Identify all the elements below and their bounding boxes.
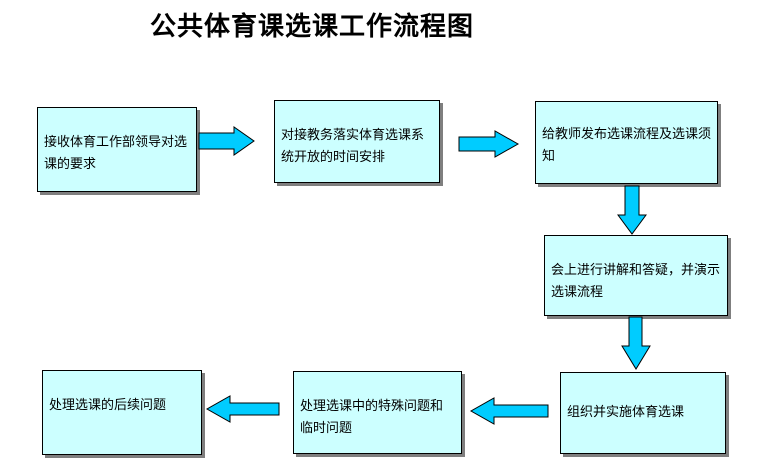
diagram-title: 公共体育课选课工作流程图 [150,12,475,42]
step-2-label: 对接教务落实体育选课系统开放的时间安排 [281,128,425,165]
arrow-step3-to-step4 [617,185,647,235]
arrow-step1-to-step2 [198,126,255,156]
step-2-box: 对接教务落实体育选课系统开放的时间安排 [274,100,440,183]
arrow-step5-to-step6 [469,397,549,425]
step-7-box: 处理选课的后续问题 [42,370,202,455]
step-5-label: 组织并实施体育选课 [567,405,685,420]
step-1-label: 接收体育工作部领导对选课的要求 [44,135,188,172]
step-4-box: 会上进行讲解和答疑，并演示选课流程 [544,235,728,316]
step-5-box: 组织并实施体育选课 [560,372,726,454]
step-3-box: 给教师发布选课流程及选课须知 [535,101,718,184]
step-3-label: 给教师发布选课流程及选课须知 [542,127,712,164]
step-7-label: 处理选课的后续问题 [49,398,167,413]
step-6-box: 处理选课中的特殊问题和临时问题 [293,371,462,454]
step-4-label: 会上进行讲解和答疑，并演示选课流程 [551,263,721,300]
step-6-label: 处理选课中的特殊问题和临时问题 [300,399,444,436]
arrow-step6-to-step7 [205,395,280,423]
arrow-step4-to-step5 [621,316,651,370]
arrow-step2-to-step3 [458,130,520,158]
step-1-box: 接收体育工作部领导对选课的要求 [37,107,197,192]
